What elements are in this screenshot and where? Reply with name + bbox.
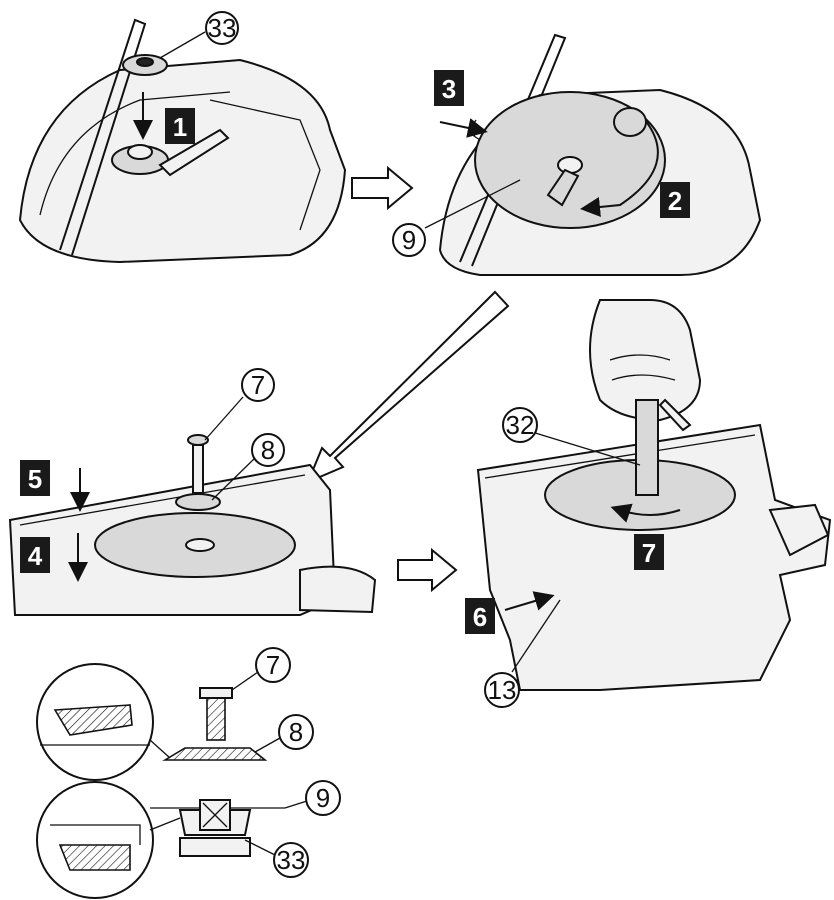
panel-5-exploded-view <box>36 663 311 899</box>
callout-8-bottom: 8 <box>278 714 314 750</box>
svg-text:6: 6 <box>473 602 487 632</box>
svg-text:4: 4 <box>28 541 43 571</box>
panel-2-blade-install <box>424 33 762 276</box>
flow-arrow-right-1 <box>351 165 414 211</box>
svg-text:9: 9 <box>316 783 330 813</box>
callout-32: 32 <box>502 407 538 443</box>
svg-text:1: 1 <box>173 112 187 142</box>
svg-text:33: 33 <box>208 13 237 43</box>
callout-33-bottom: 33 <box>273 842 309 878</box>
svg-text:3: 3 <box>442 74 456 104</box>
svg-text:5: 5 <box>28 464 42 494</box>
callout-9-bottom: 9 <box>305 780 341 816</box>
panel-1-flange-install <box>18 18 347 264</box>
svg-text:7: 7 <box>642 538 656 568</box>
svg-text:33: 33 <box>277 845 306 875</box>
step-6-badge: 6 <box>465 598 495 634</box>
step-3-badge: 3 <box>434 70 464 106</box>
svg-text:9: 9 <box>402 225 416 255</box>
svg-text:32: 32 <box>506 410 535 440</box>
callout-7-mid: 7 <box>241 368 275 402</box>
svg-text:8: 8 <box>261 435 275 465</box>
flow-arrow-right-2 <box>397 547 458 593</box>
step-4-badge: 4 <box>20 537 50 573</box>
svg-text:7: 7 <box>266 650 280 680</box>
callout-7-bottom: 7 <box>255 647 291 683</box>
svg-text:8: 8 <box>289 717 303 747</box>
step-2-badge: 2 <box>660 182 690 218</box>
svg-text:7: 7 <box>251 370 265 400</box>
svg-text:2: 2 <box>668 186 682 216</box>
callout-33-top: 33 <box>205 11 239 45</box>
callout-8-mid: 8 <box>251 433 285 467</box>
callout-9-mid: 9 <box>392 223 426 257</box>
panel-3-bolt-tighten <box>8 396 377 616</box>
svg-text:13: 13 <box>488 675 517 705</box>
panel-4-wrench-tighten <box>476 299 832 691</box>
callout-13: 13 <box>484 672 520 708</box>
step-1-badge: 1 <box>165 108 195 144</box>
step-5-badge: 5 <box>20 460 50 496</box>
step-7-badge: 7 <box>634 534 664 570</box>
flow-arrow-diagonal <box>306 290 510 484</box>
